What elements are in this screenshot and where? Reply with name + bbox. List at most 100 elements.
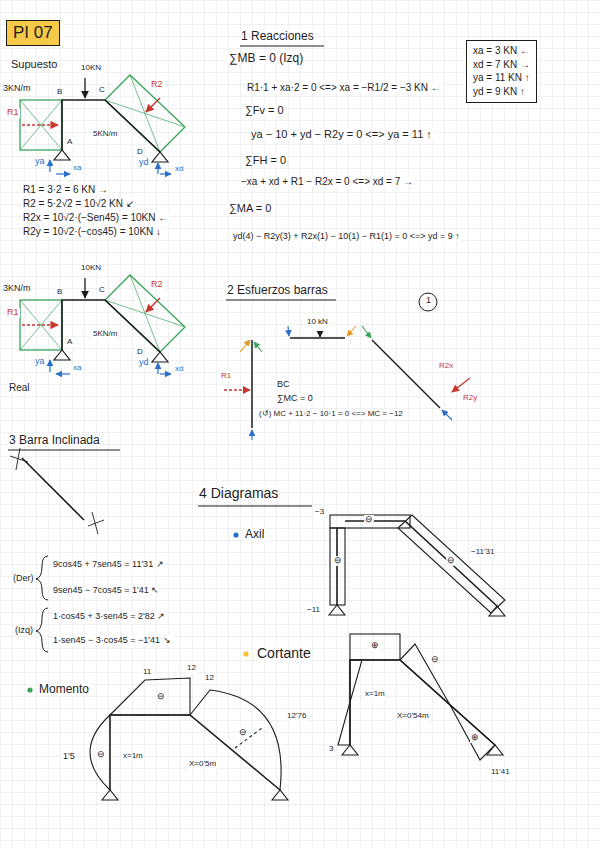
handwritten-note: C [98,286,106,295]
heading-underline [8,46,336,506]
frame-figure [20,75,185,174]
frame-figure [20,275,185,374]
moment-diagram [90,678,288,800]
handwritten-note: 12'76 [286,712,307,721]
result-line: ya = 11 KN ↑ [473,71,530,85]
handwritten-note: 3KN/m [2,284,32,294]
handwritten-note: Cortante [256,646,312,661]
handwritten-note: R1 [220,372,232,381]
handwritten-note: x=1m [364,690,386,699]
title-box: PI 07 [6,20,60,46]
free-body-sketch [224,293,470,440]
handwritten-note: 1 Reacciones [240,30,315,43]
handwritten-note: 1'5 [62,752,76,762]
brace [36,556,48,600]
handwritten-note: ya [34,357,46,367]
handwritten-note: D [136,348,144,357]
handwritten-note: 3KN/m [2,84,32,94]
handwritten-note: B [56,288,63,297]
handwritten-note: R2 [150,80,164,90]
handwritten-note: Momento [38,683,90,696]
handwritten-note: B [56,88,63,97]
handwritten-note: yd(4) − R2y(3) + R2x(1) − 10(1) − R1(1) … [232,232,461,242]
bullet [27,687,32,692]
handwritten-note: ∑MA = 0 [228,202,272,214]
handwritten-note: A [66,138,73,147]
handwritten-note: ⊖ [364,515,374,525]
handwritten-note: 1·sen45 − 3·cos45 = −1'41 ↘ [52,636,172,646]
handwritten-note: 12 [204,674,215,683]
handwritten-note: X=0'54m [396,712,430,721]
handwritten-note: R2 [150,280,164,290]
handwritten-note: −xa + xd + R1 − R2x = 0 <=> xd = 7 → [240,176,414,187]
handwritten-note: ⊕ [470,733,480,743]
handwritten-note: ⊖ [333,556,343,566]
handwritten-note: 5KN/m [92,330,118,339]
handwritten-note: A [66,338,73,347]
handwritten-note: D [136,148,144,157]
handwritten-note: R1 = 3·2 = 6 KN → [22,184,109,195]
handwritten-note: 5KN/m [92,130,118,139]
handwritten-note: 11'41 [490,768,511,777]
result-line: xa = 3 KN ← [473,44,530,58]
axial-diagram [329,515,505,616]
handwritten-note: Supuesto [10,58,58,70]
handwritten-note: ⊖ [446,556,456,566]
handwritten-note: ⊖ [238,728,248,738]
handwritten-note: xd [174,365,184,374]
handwritten-note: 4 Diagramas [198,486,279,501]
bullet [233,532,238,537]
handwritten-note: xa [72,364,82,373]
handwritten-note: xa [72,164,82,173]
handwritten-note: 1·cos45 + 3·sen45 = 2'82 ↗ [52,612,166,622]
result-line: yd = 9 KN ↑ [473,85,530,99]
handwritten-note: R1·1 + xa·2 = 0 <=> xa = −R1/2 = −3 KN ← [246,82,442,93]
handwritten-note: ∑MB = 0 (Izq) [228,52,304,65]
handwritten-note: 9sen45 − 7cos45 = 1'41 ↖ [52,586,160,596]
handwritten-note: x=1m [122,752,144,761]
handwritten-note: R1 [6,108,20,118]
handwritten-note: 1 [425,296,432,306]
handwritten-note: C [98,86,106,95]
handwritten-note: 9cos45 + 7sen45 = 11'31 ↗ [52,560,165,570]
handwritten-note: ∑MC = 0 [276,394,314,404]
handwritten-note: R2x [438,362,454,371]
handwritten-note: ⊖ [156,692,166,702]
handwritten-note: R2y = 10√2·(−cos45) = 10KN ↓ [22,226,162,237]
handwritten-note: X=0'5m [188,760,217,769]
handwritten-note: R2 = 5·2√2 = 10√2 KN ↙ [22,198,135,209]
results-box: xa = 3 KN ←xd = 7 KN →ya = 11 KN ↑yd = 9… [466,40,537,103]
handwritten-note: R1 [6,308,20,318]
bullet [243,651,248,656]
result-line: xd = 7 KN → [473,58,530,72]
handwritten-note: ⊖ [430,655,440,665]
handwritten-note: R2y [462,394,478,403]
inclined-bar-sketch [10,448,104,534]
handwritten-note: ⊖ [96,750,106,760]
handwritten-note: Real [8,382,31,393]
handwritten-note: (Izq) [14,626,34,636]
handwritten-note: R2x = 10√2·(−Sen45) = 10KN ← [22,212,169,223]
handwritten-note: 12 [186,664,197,673]
handwritten-note: 3 [328,745,334,754]
handwritten-note: (↺) MC + 11·2 − 10·1 = 0 <=> MC = −12 [258,410,404,419]
handwritten-note: Axil [244,528,265,541]
handwritten-note: −3 [314,508,325,517]
handwritten-note: 2 Esfuerzos barras [226,284,329,297]
handwritten-note: 10 kN [306,318,329,327]
handwritten-note: −11 [306,606,321,615]
brace [36,608,48,652]
handwritten-note: ∑Fv = 0 [244,104,285,116]
handwritten-note: 11 [142,668,152,677]
handwritten-note: ⊕ [370,641,380,651]
handwritten-note: −11'31 [470,548,495,557]
handwritten-note: 10KN [80,264,102,273]
handwritten-note: (Der) [12,574,35,584]
handwritten-note: 10KN [80,64,102,73]
handwritten-note: ya − 10 + yd − R2y = 0 <=> ya = 11 ↑ [250,128,433,140]
handwritten-note: yd [138,158,150,168]
handwritten-note: BC [276,380,291,390]
shear-diagram [338,634,503,760]
handwritten-note: ya [34,157,46,167]
